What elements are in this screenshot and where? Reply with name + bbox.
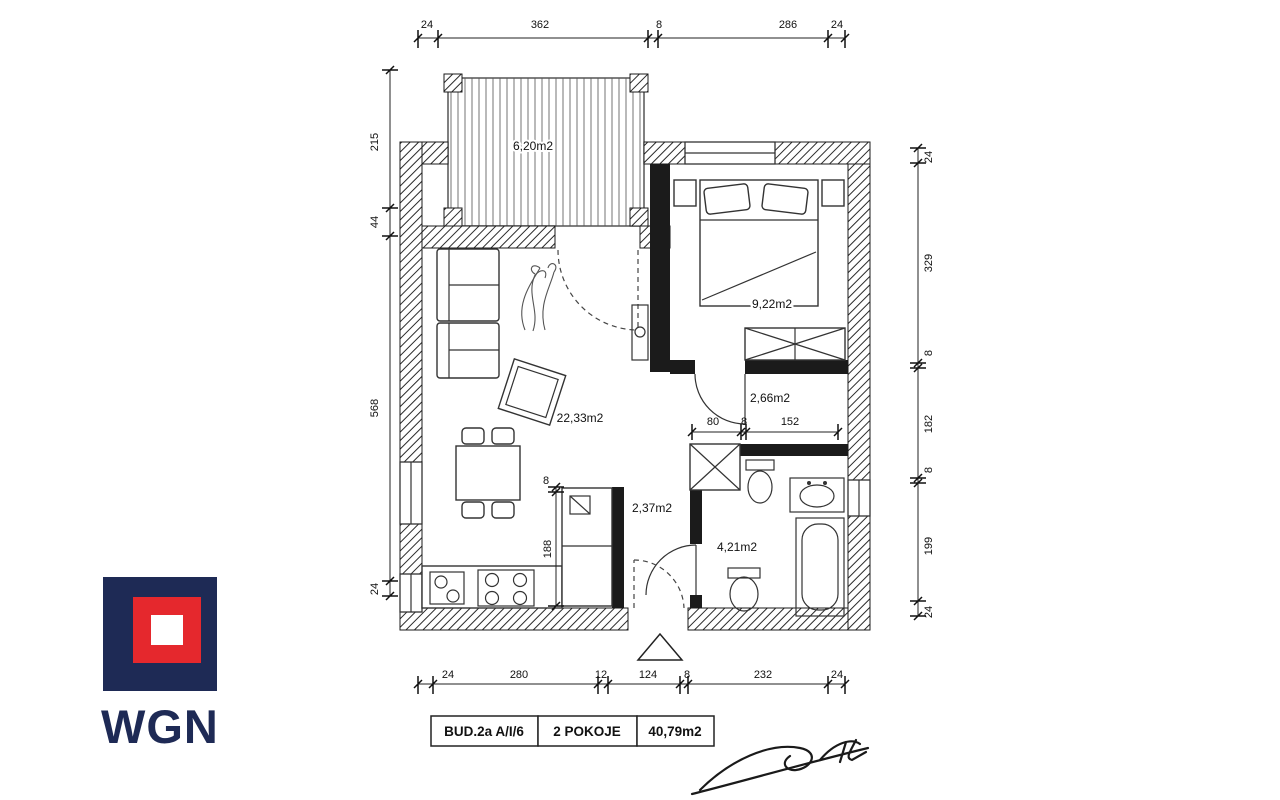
dimension-line-kitchen: 8 188 bbox=[542, 475, 564, 611]
bathroom-door bbox=[645, 544, 697, 596]
kitchen-window bbox=[399, 573, 423, 613]
nightstand bbox=[821, 179, 845, 207]
dim-label: 12 bbox=[595, 669, 607, 681]
dim-label: 215 bbox=[369, 133, 381, 151]
balcony-post bbox=[629, 73, 649, 93]
dim-label: 152 bbox=[781, 416, 799, 428]
coffee-table bbox=[497, 358, 567, 426]
dim-label: 568 bbox=[369, 399, 381, 417]
bathtub bbox=[795, 517, 845, 617]
dim-label: 24 bbox=[831, 19, 843, 31]
living-room-area-label: 22,33m2 bbox=[557, 411, 604, 425]
area-cell bbox=[636, 715, 715, 747]
bidet bbox=[727, 567, 761, 612]
dim-label: 362 bbox=[531, 19, 549, 31]
title-block: BUD.2a A/I/6 2 POKOJE 40,79m2 bbox=[430, 715, 715, 747]
dim-label: 24 bbox=[831, 669, 843, 681]
dim-label: 280 bbox=[510, 669, 528, 681]
balcony-door bbox=[557, 249, 639, 331]
wardrobe-corridor bbox=[689, 443, 741, 491]
bedroom-area-label: 9,22m2 bbox=[752, 297, 792, 311]
signature-scribble bbox=[690, 738, 870, 796]
balcony bbox=[443, 73, 649, 227]
tall-cabinet bbox=[561, 487, 613, 607]
total-area-label: 40,79m2 bbox=[648, 724, 701, 739]
balcony-deck bbox=[447, 77, 645, 227]
dim-label: 8 bbox=[741, 416, 747, 428]
washbasin bbox=[789, 477, 845, 513]
corridor-area-label: 2,66m2 bbox=[750, 391, 790, 405]
plant bbox=[521, 263, 557, 332]
dim-label: 182 bbox=[923, 415, 935, 433]
sofa bbox=[436, 248, 500, 379]
balcony-area-label: 6,20m2 bbox=[513, 139, 553, 153]
pillow bbox=[703, 183, 751, 215]
interior-walls bbox=[612, 164, 848, 608]
dim-label: 286 bbox=[779, 19, 797, 31]
dimension-line-bottom: 24 280 12 124 8 232 24 bbox=[413, 669, 850, 694]
dim-label: 124 bbox=[639, 669, 657, 681]
logo-white-square bbox=[151, 615, 183, 645]
entry-arrow bbox=[636, 632, 684, 661]
dim-label: 24 bbox=[923, 606, 935, 618]
dim-label: 188 bbox=[542, 540, 554, 558]
doors bbox=[557, 249, 746, 661]
dim-label: 44 bbox=[369, 216, 381, 228]
room-labels: 6,20m2 9,22m2 22,33m2 2,66m2 2,37m2 4,21… bbox=[511, 137, 794, 556]
dining-set bbox=[455, 427, 521, 519]
dimension-line-left: 215 44 568 24 bbox=[369, 65, 398, 601]
dim-label: 80 bbox=[707, 416, 719, 428]
dimension-line-top: 24 362 8 286 24 bbox=[413, 19, 850, 48]
wardrobe-bedroom bbox=[744, 327, 846, 361]
bedroom-window bbox=[684, 141, 776, 165]
kitchen-furniture bbox=[421, 487, 613, 609]
hall-area-label: 2,37m2 bbox=[632, 501, 672, 515]
dim-label: 8 bbox=[923, 467, 935, 473]
living-room-window bbox=[399, 461, 423, 525]
dim-label: 8 bbox=[684, 669, 690, 681]
dimension-line-right: 24 329 8 182 8 199 24 bbox=[910, 143, 935, 621]
dim-label: 199 bbox=[923, 537, 935, 555]
balcony-post bbox=[629, 207, 649, 227]
dim-label: 24 bbox=[923, 151, 935, 163]
rooms-label: 2 POKOJE bbox=[553, 724, 621, 739]
stove bbox=[477, 569, 535, 607]
pillow bbox=[761, 183, 809, 215]
dim-label: 24 bbox=[369, 583, 381, 595]
radiator bbox=[631, 304, 649, 361]
balcony-post bbox=[443, 207, 463, 227]
logo-text: WGN bbox=[101, 700, 219, 753]
nightstand bbox=[673, 179, 697, 207]
dim-label: 24 bbox=[421, 19, 433, 31]
balcony-post bbox=[443, 73, 463, 93]
dim-label: 24 bbox=[442, 669, 454, 681]
entry-door bbox=[633, 559, 685, 661]
dim-label: 329 bbox=[923, 254, 935, 272]
bedroom-door bbox=[694, 373, 746, 425]
unit-id-label: BUD.2a A/I/6 bbox=[444, 724, 524, 739]
dim-label: 8 bbox=[656, 19, 662, 31]
dim-label: 232 bbox=[754, 669, 772, 681]
dim-label: 8 bbox=[923, 350, 935, 356]
bedroom-furniture bbox=[673, 179, 846, 361]
toilet bbox=[745, 459, 775, 504]
dimension-line-corridor: 80 8 152 bbox=[687, 416, 843, 440]
living-room-furniture bbox=[436, 248, 649, 519]
bathroom-window bbox=[847, 479, 871, 517]
kitchen-sink bbox=[429, 571, 465, 605]
dim-label: 8 bbox=[543, 475, 549, 487]
bathroom-area-label: 4,21m2 bbox=[717, 540, 757, 554]
bathroom-fixtures bbox=[727, 459, 845, 617]
rooms-cell bbox=[537, 715, 638, 747]
wgn-logo: WGN bbox=[101, 577, 219, 753]
